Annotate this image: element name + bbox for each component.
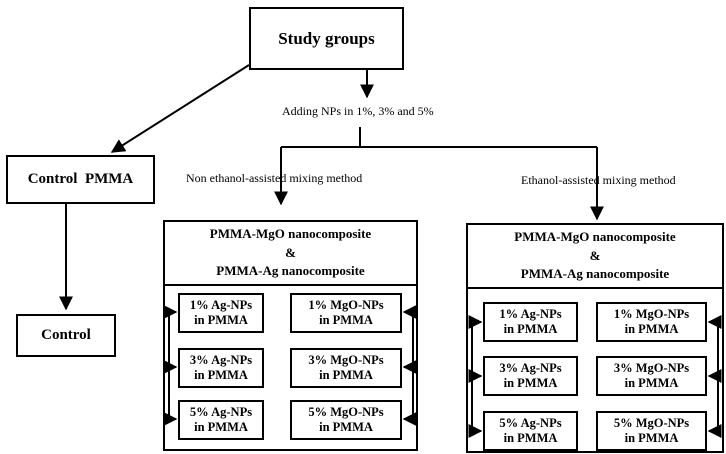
left-item-3-mgo: 3% MgO-NPs in PMMA [290,348,402,388]
item-line1: 1% Ag-NPs [499,307,562,321]
item-line1: 3% MgO-NPs [308,353,384,367]
item-line1: 3% Ag-NPs [499,361,562,375]
study-groups-box: Study groups [249,7,404,70]
right-item-1-ag: 1% Ag-NPs in PMMA [483,302,578,342]
arrow-study-to-control-pmma [110,64,250,153]
item-line2: in PMMA [194,313,248,327]
item-line2: in PMMA [503,322,558,336]
left-composite-line2: PMMA-Ag nanocomposite [216,263,365,279]
right-composite-amp: & [589,247,601,263]
item-line1: 5% Ag-NPs [189,405,253,419]
right-item-1-mgo: 1% MgO-NPs in PMMA [596,302,707,342]
left-item-1-mgo: 1% MgO-NPs in PMMA [290,293,402,333]
left-composite-line1: PMMA-MgO nanocomposite [209,225,372,241]
item-line1: 1% MgO-NPs [308,298,384,312]
left-item-5-ag: 5% Ag-NPs in PMMA [178,400,264,440]
right-composite-line2: PMMA-Ag nanocomposite [520,266,670,282]
item-line1: 5% MgO-NPs [308,405,384,419]
item-line2: in PMMA [319,368,373,382]
study-groups-label: Study groups [278,28,375,48]
item-line1: 3% Ag-NPs [189,353,253,367]
control-pmma-label: Control PMMA [27,171,134,187]
item-line2: in PMMA [319,313,373,327]
control-box: Control [16,314,116,357]
right-item-5-mgo: 5% MgO-NPs in PMMA [596,411,707,451]
item-line2: in PMMA [194,368,248,382]
item-line2: in PMMA [194,420,248,434]
adding-nps-label: Adding NPs in 1%, 3% and 5% [282,104,434,118]
left-composite-box: PMMA-MgO nanocomposite & PMMA-Ag nanocom… [163,220,418,286]
right-item-3-ag: 3% Ag-NPs in PMMA [483,356,578,396]
item-line1: 5% MgO-NPs [613,416,690,430]
left-item-3-ag: 3% Ag-NPs in PMMA [178,348,264,388]
control-pmma-box: Control PMMA [6,155,155,204]
ethanol-method-label: Ethanol-assisted mixing method [521,173,676,187]
item-line2: in PMMA [503,376,558,390]
left-item-1-ag: 1% Ag-NPs in PMMA [178,293,264,333]
item-line2: in PMMA [624,322,679,336]
non-ethanol-method-label: Non ethanol-assisted mixing method [186,171,363,185]
item-line2: in PMMA [503,431,558,445]
item-line1: 5% Ag-NPs [499,416,562,430]
left-composite-amp: & [285,244,296,260]
item-line1: 1% MgO-NPs [613,307,690,321]
item-line1: 1% Ag-NPs [189,298,253,312]
right-composite-line1: PMMA-MgO nanocomposite [514,228,676,244]
control-label: Control [41,327,91,343]
right-item-5-ag: 5% Ag-NPs in PMMA [483,411,578,451]
item-line2: in PMMA [319,420,373,434]
right-composite-box: PMMA-MgO nanocomposite & PMMA-Ag nanocom… [466,223,724,289]
item-line2: in PMMA [624,376,679,390]
item-line2: in PMMA [624,431,679,445]
item-line1: 3% MgO-NPs [613,361,690,375]
left-item-5-mgo: 5% MgO-NPs in PMMA [290,400,402,440]
right-item-3-mgo: 3% MgO-NPs in PMMA [596,356,707,396]
